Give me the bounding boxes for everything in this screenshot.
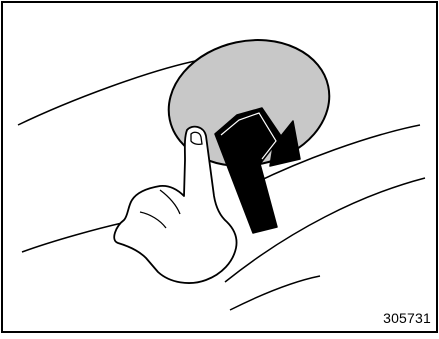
body-line-lower-left xyxy=(22,223,122,252)
body-line-bottom xyxy=(230,276,320,310)
finger-nail xyxy=(191,132,202,144)
figure-number: 305731 xyxy=(383,310,431,326)
